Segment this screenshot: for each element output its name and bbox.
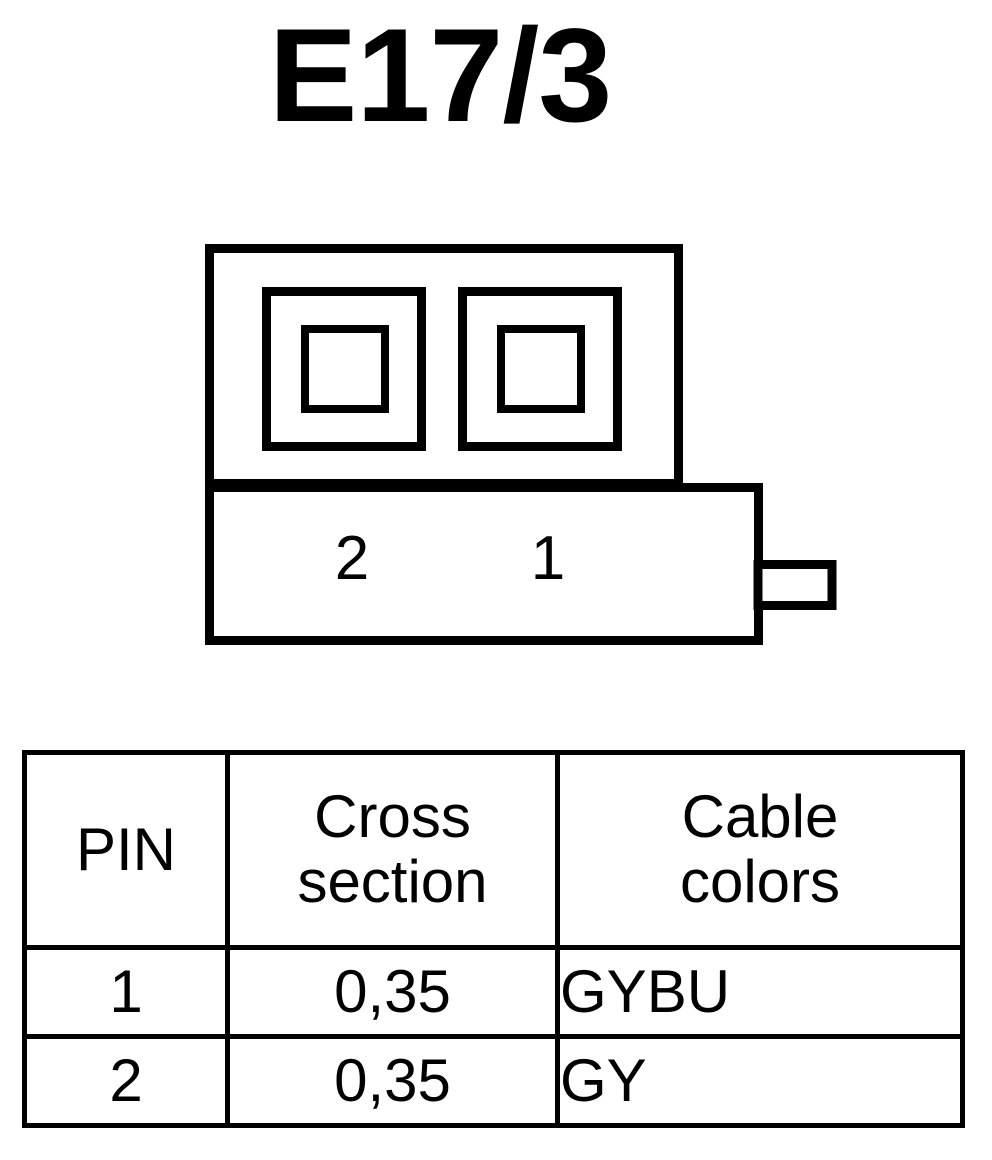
row-0-cross-section: 0,35 [225,945,560,1039]
pinout-table: PIN Cross section Cable colors 1 0,35 GY… [22,750,965,1128]
connector-latch-tab [753,560,837,610]
table-row: 1 0,35 GYBU [22,945,965,1039]
table-row: 2 0,35 GY [22,1034,965,1128]
header-cable-colors-line1: Cable [681,783,839,851]
row-0-cable-colors: GYBU [555,945,965,1039]
connector-lower-body [205,483,763,645]
connector-upper-body [205,244,683,488]
header-cross-section-line1: Cross [314,783,471,851]
connector-pin-label-1: 1 [530,524,566,593]
page-title: E17/3 [268,2,613,150]
header-cross-section-line2: section [297,848,488,915]
row-1-pin: 2 [22,1034,230,1128]
pin-cavity-2-inner [301,325,389,413]
table-header-row: PIN Cross section Cable colors [22,750,965,950]
row-0-pin: 1 [22,945,230,1039]
connector-pin-label-2: 2 [334,524,370,593]
row-1-cross-section: 0,35 [225,1034,560,1128]
row-1-cable-colors: GY [555,1034,965,1128]
header-cable-colors-line2: colors [679,848,841,915]
pin-cavity-1-outer [458,287,622,451]
header-cross-section: Cross section [225,750,560,950]
header-cable-colors: Cable colors [555,750,965,950]
pin-cavity-2-outer [262,287,426,451]
header-pin: PIN [22,750,230,950]
pin-cavity-1-inner [497,325,585,413]
